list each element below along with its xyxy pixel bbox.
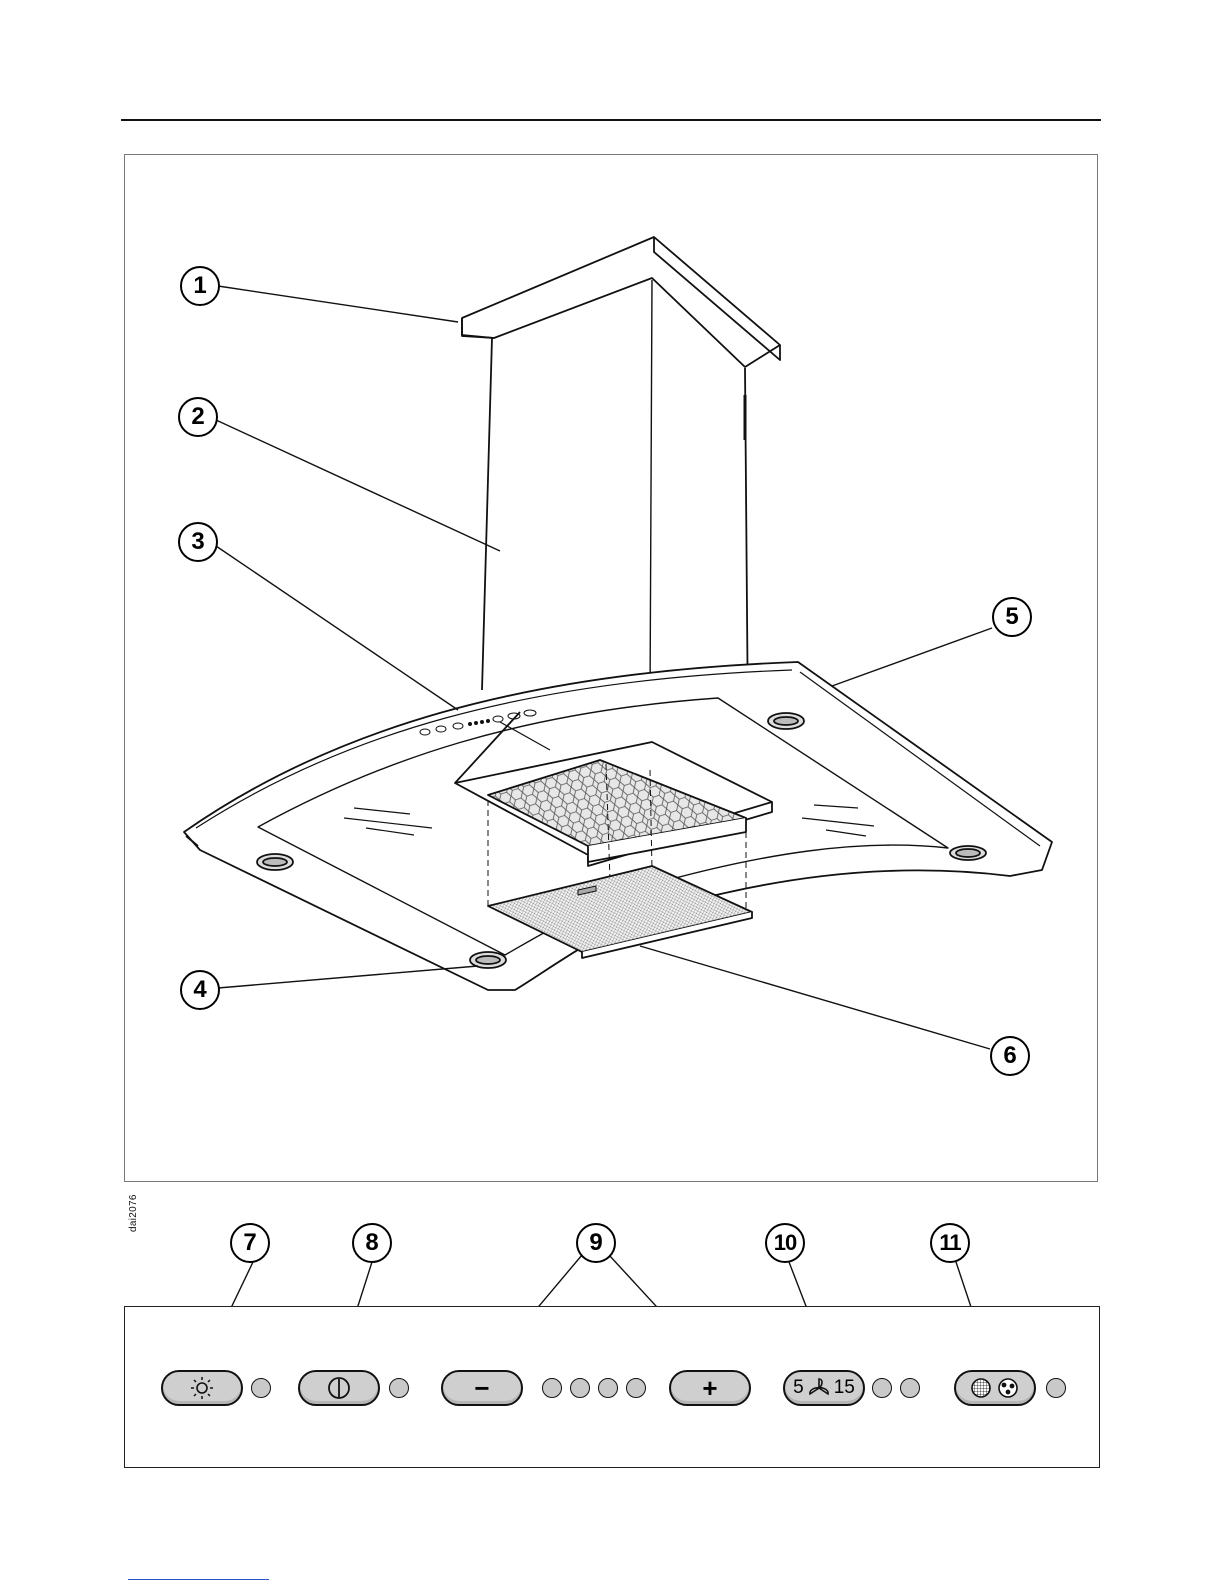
timer-label-5: 5 [793,1377,804,1399]
speed-led-1 [542,1378,562,1398]
callout-6: 6 [990,1036,1030,1076]
speed-led-4 [626,1378,646,1398]
callout-5: 5 [992,597,1032,637]
power-button[interactable] [298,1370,380,1406]
power-indicator-led [389,1378,409,1398]
callout-9: 9 [576,1223,616,1263]
timer-led-2 [900,1378,920,1398]
callout-1: 1 [180,266,220,306]
speed-up-button[interactable]: + [669,1370,751,1406]
callout-3: 3 [178,522,218,562]
footer-link-underline [128,1579,269,1580]
document-code: dai2076 [128,1194,139,1232]
light-button[interactable] [161,1370,243,1406]
chimney-cap [462,237,780,367]
filter-saturation-button[interactable] [954,1370,1036,1406]
callout-7: 7 [230,1223,270,1263]
callout-4: 4 [180,970,220,1010]
timer-label-15: 15 [834,1377,855,1399]
light-indicator-led [251,1378,271,1398]
speed-led-2 [570,1378,590,1398]
power-icon [326,1375,352,1401]
speed-down-button[interactable]: − [441,1370,523,1406]
fan-timer-button[interactable]: 5 15 [783,1370,865,1406]
minus-icon: − [474,1375,489,1401]
callout-2: 2 [178,397,218,437]
light-icon [189,1375,215,1401]
timer-led-1 [872,1378,892,1398]
filter-saturation-icon [968,1376,1022,1400]
callout-11: 11 [930,1223,970,1263]
callout-8: 8 [352,1223,392,1263]
callout-10: 10 [765,1223,805,1263]
filter-indicator-led [1046,1378,1066,1398]
fan-timer-icon [806,1377,832,1399]
speed-led-3 [598,1378,618,1398]
plus-icon: + [702,1375,717,1401]
chimney-body [482,338,492,690]
